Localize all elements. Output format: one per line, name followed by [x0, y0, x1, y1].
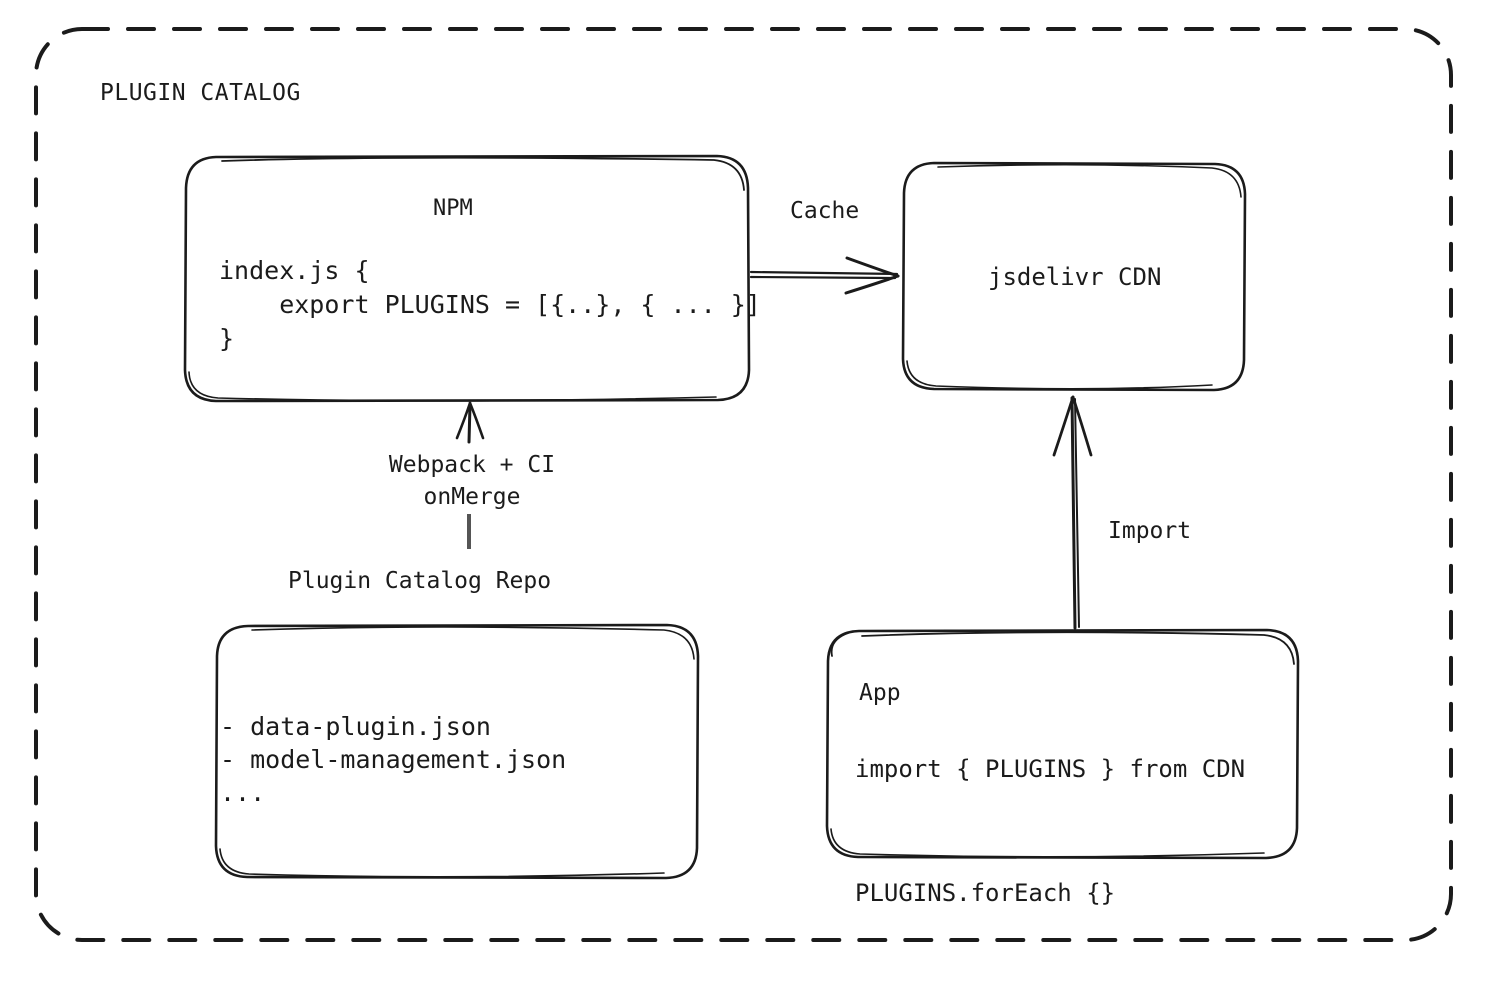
npm-node-title: NPM [433, 196, 473, 221]
import-arrow [1052, 395, 1093, 630]
npm-node-code: index.js { export PLUGINS = [{..}, { ...… [219, 256, 761, 353]
cache-arrow [749, 256, 900, 295]
import-edge-label: Import [1108, 518, 1192, 544]
app-node-code: import { PLUGINS } from CDN PLUGINS.forE… [855, 755, 1246, 907]
webpack-ci-edge-label: Webpack + CI onMerge [388, 452, 556, 510]
repo-node-file-list: - data-plugin.json - model-management.js… [220, 712, 567, 807]
cdn-node-title: jsdelivr CDN [988, 263, 1162, 291]
cache-edge-label: Cache [790, 198, 860, 224]
repo-node-title: Plugin Catalog Repo [288, 568, 552, 594]
app-node-title: App [859, 680, 901, 706]
outer-container-title: PLUGIN CATALOG [100, 80, 301, 106]
